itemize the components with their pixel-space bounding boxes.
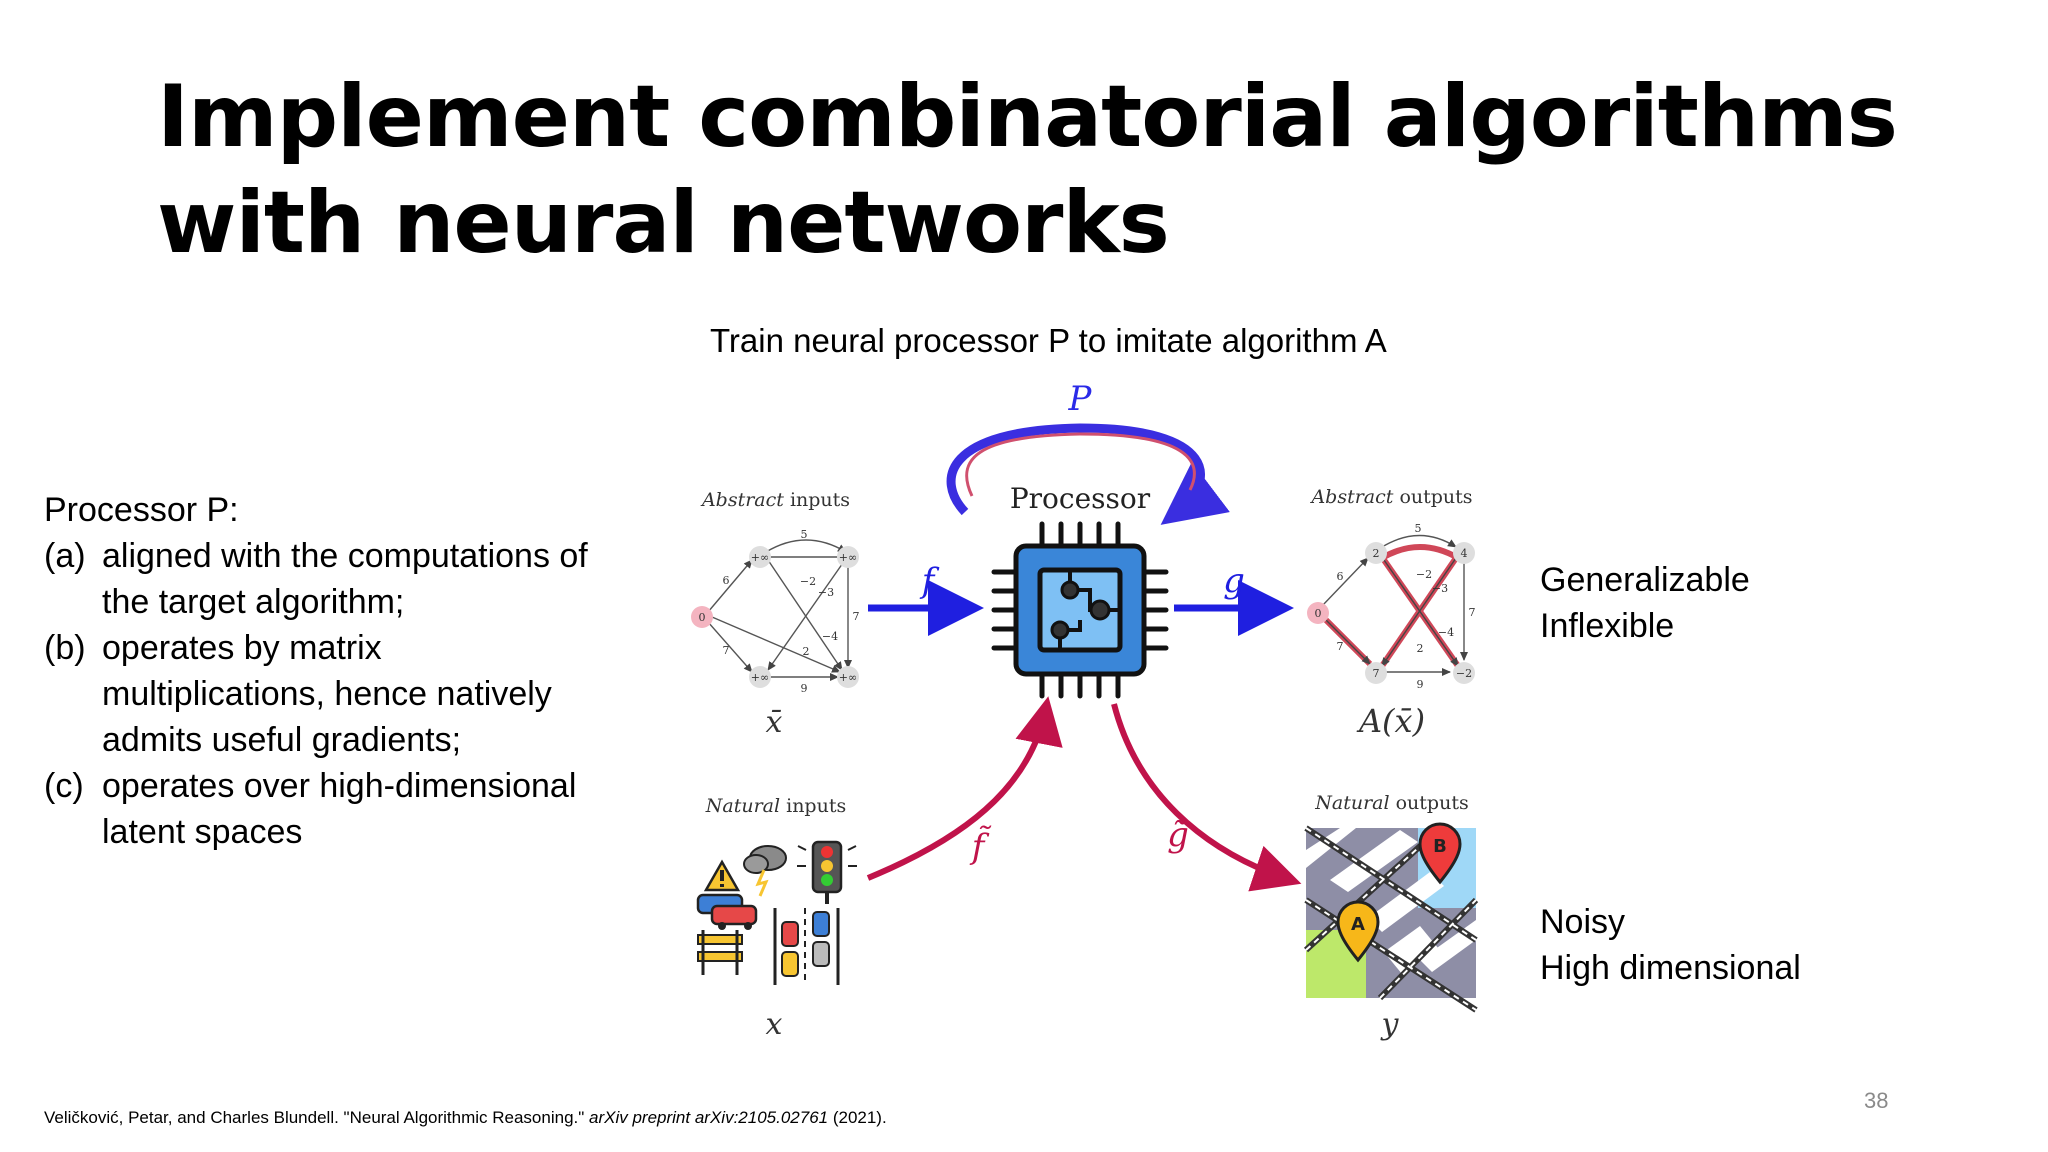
citation-authors: Veličković, Petar, and Charles Blundell.… xyxy=(44,1108,590,1127)
traffic-illustration xyxy=(696,840,857,985)
var-a-xbar: A(x̄) xyxy=(1356,702,1425,740)
edge-label: 7 xyxy=(1469,606,1476,619)
graph-node xyxy=(749,546,771,568)
abstract-output-graph: 0 2 4 7 −2 5 6 −2 −3 7 −4 2 7 9 xyxy=(1307,522,1476,691)
citation-year: (2021). xyxy=(828,1108,887,1127)
edge-label: 7 xyxy=(723,644,730,657)
abstract-outputs-label: Abstract outputs xyxy=(1309,486,1472,508)
var-x: x xyxy=(766,1007,783,1042)
title-line-1: Implement combinatorial algorithms xyxy=(157,67,1898,167)
road-barrier-icon xyxy=(697,930,743,975)
arrow-f-tilde xyxy=(866,696,1063,881)
list-marker: (a) xyxy=(44,537,86,575)
natural-inputs-label: Natural inputs xyxy=(705,795,846,817)
node-label: +∞ xyxy=(751,551,769,564)
list-marker: (b) xyxy=(44,629,86,667)
list-item: (a) aligned with the computations of the… xyxy=(44,533,604,625)
processor-heading: Processor P: xyxy=(44,491,239,529)
edge-label: −4 xyxy=(822,630,838,643)
list-item: (c) operates over high-dimensional laten… xyxy=(44,763,604,855)
edge-label: 9 xyxy=(801,682,808,695)
list-text: operates by matrix multiplications, henc… xyxy=(102,629,552,759)
traffic-light-icon xyxy=(797,840,857,904)
list-marker: (c) xyxy=(44,767,84,805)
graph-node xyxy=(837,546,859,568)
title-line-2: with neural networks xyxy=(157,173,1170,273)
arrow-g-label: g xyxy=(1223,561,1245,601)
natural-outputs-label: Natural outputs xyxy=(1314,792,1468,814)
edge-label: −2 xyxy=(1416,568,1432,581)
graph-node xyxy=(837,666,859,688)
map-pin-label: A xyxy=(1351,914,1365,935)
node-label: 0 xyxy=(699,611,706,624)
loop-label-p: P xyxy=(1068,379,1093,419)
abstract-inputs-label: Abstract inputs xyxy=(700,489,850,511)
map-pin-label: B xyxy=(1433,836,1447,857)
map-pin-b-icon: B xyxy=(1418,822,1462,885)
processor-label: Processor xyxy=(1010,482,1151,515)
node-label: +∞ xyxy=(839,551,857,564)
citation-venue: arXiv preprint arXiv:2105.02761 xyxy=(589,1108,829,1127)
map-pin-a-icon: A xyxy=(1336,900,1380,963)
edge-label: 5 xyxy=(801,528,808,541)
diagram-caption: Train neural processor P to imitate algo… xyxy=(710,322,1387,359)
storm-cloud-icon xyxy=(743,845,787,897)
graph-node xyxy=(1365,542,1387,564)
citation: Veličković, Petar, and Charles Blundell.… xyxy=(44,1108,887,1128)
graph-node xyxy=(1453,542,1475,564)
node-label: 4 xyxy=(1461,547,1468,560)
edge-label: −3 xyxy=(818,586,834,599)
slide-title: Implement combinatorial algorithms with … xyxy=(157,64,1957,276)
property-noisy: Noisy xyxy=(1540,903,1626,941)
processor-loop-arrow xyxy=(946,423,1230,525)
arrow-g-tilde xyxy=(1111,703,1302,892)
processor-chip-icon xyxy=(991,521,1169,699)
graph-node xyxy=(1307,602,1329,624)
edge-label: 2 xyxy=(803,645,810,658)
graph-node xyxy=(749,666,771,688)
arrow-f-label: f xyxy=(919,561,940,601)
list-text: aligned with the computations of the tar… xyxy=(102,537,588,621)
abstract-properties: Generalizable Inflexible xyxy=(1540,557,1750,649)
arrow-f-tilde-label: f̃ xyxy=(969,826,993,867)
node-label: 2 xyxy=(1373,547,1380,560)
property-high-dimensional: High dimensional xyxy=(1540,949,1801,987)
graph-node xyxy=(1453,662,1475,684)
edge-label: 6 xyxy=(1337,570,1344,583)
node-label: 0 xyxy=(1315,607,1322,620)
node-label: 7 xyxy=(1373,667,1380,680)
arrow-g-tilde-label: g̃ xyxy=(1167,815,1189,855)
edge-label: 2 xyxy=(1417,642,1424,655)
edge-label: 7 xyxy=(853,610,860,623)
graph-node xyxy=(691,606,713,628)
road-lanes-icon xyxy=(773,908,840,985)
node-label: +∞ xyxy=(751,671,769,684)
edge-label: 6 xyxy=(723,574,730,587)
edge-label: 5 xyxy=(1415,522,1422,535)
graph-node xyxy=(1365,662,1387,684)
car-crash-icon xyxy=(696,893,758,930)
var-y: y xyxy=(1380,1007,1400,1042)
edge-label: −3 xyxy=(1432,582,1448,595)
edge-label: 9 xyxy=(1417,678,1424,691)
processor-description: Processor P: (a) aligned with the comput… xyxy=(44,487,604,855)
property-generalizable: Generalizable xyxy=(1540,561,1750,599)
city-map-illustration: A B xyxy=(1303,822,1479,1013)
edge-label: 7 xyxy=(1337,640,1344,653)
list-item: (b) operates by matrix multiplications, … xyxy=(44,625,604,763)
abstract-input-graph: 0 +∞ +∞ +∞ +∞ 5 6 −2 −3 7 −4 2 7 9 xyxy=(691,528,860,695)
edge-label: −4 xyxy=(1438,626,1454,639)
page-number: 38 xyxy=(1864,1088,1889,1113)
node-label: −2 xyxy=(1456,667,1472,680)
var-xbar: x̄ xyxy=(766,705,783,740)
list-text: operates over high-dimensional latent sp… xyxy=(102,767,577,851)
edge-label: −2 xyxy=(800,575,816,588)
natural-properties: Noisy High dimensional xyxy=(1540,899,1801,991)
property-inflexible: Inflexible xyxy=(1540,607,1675,645)
node-label: +∞ xyxy=(839,671,857,684)
